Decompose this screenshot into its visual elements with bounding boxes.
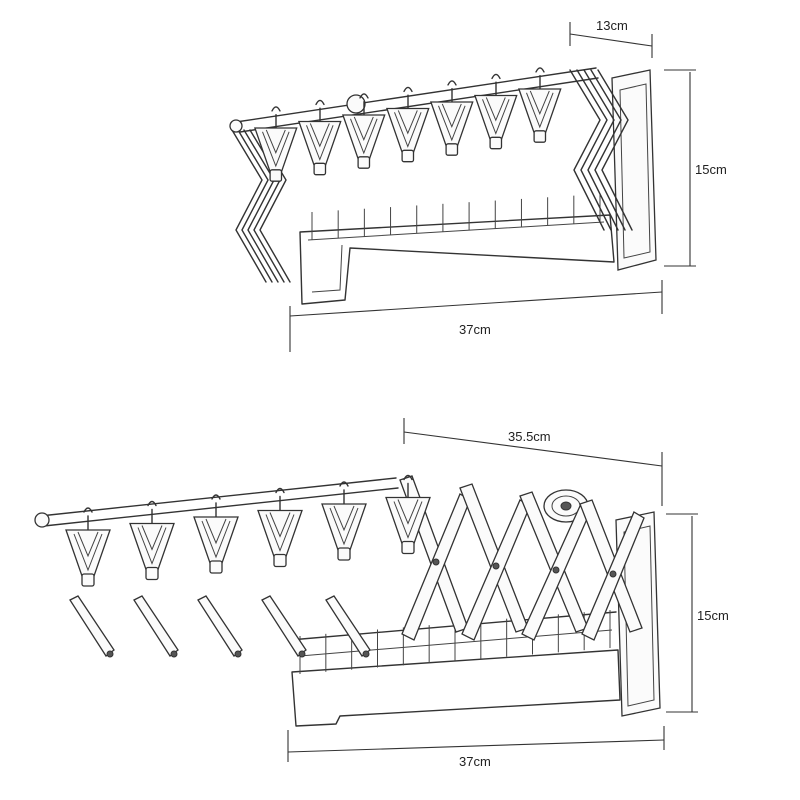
expanded-height-label: 15cm bbox=[697, 608, 729, 623]
scissor-arm-extended bbox=[69, 475, 645, 658]
clothes-clip bbox=[65, 507, 111, 587]
expanded-width-dimension: 37cm bbox=[287, 726, 665, 769]
scissor-arm-right bbox=[569, 69, 633, 231]
collapsed-rack-illustration bbox=[229, 67, 657, 305]
expanded-height-dimension: 15cm bbox=[666, 513, 729, 713]
clothes-clip bbox=[517, 67, 562, 143]
rail-end-cap bbox=[34, 512, 50, 528]
clothes-clip bbox=[193, 494, 239, 574]
clothes-clip bbox=[385, 474, 431, 555]
expanded-width-label: 37cm bbox=[459, 754, 491, 769]
expanded-depth-label: 35.5cm bbox=[508, 429, 551, 444]
clothes-clip bbox=[253, 106, 298, 182]
clip-row bbox=[253, 67, 562, 182]
collapsed-width-dimension: 37cm bbox=[289, 280, 663, 352]
suction-cup bbox=[346, 94, 366, 114]
clip-row bbox=[65, 474, 431, 587]
collapsed-height-dimension: 15cm bbox=[664, 69, 727, 267]
collapsed-depth-dimension: 13cm bbox=[569, 18, 653, 58]
collapsed-width-label: 37cm bbox=[459, 322, 491, 337]
collapsed-height-label: 15cm bbox=[695, 162, 727, 177]
clothes-clip bbox=[341, 93, 386, 169]
clothes-clip bbox=[429, 80, 474, 156]
clothes-clip bbox=[129, 500, 175, 581]
clothes-clip bbox=[297, 99, 342, 176]
clothes-clip bbox=[321, 481, 367, 561]
expanded-rack-illustration bbox=[34, 474, 661, 727]
expanded-depth-dimension: 35.5cm bbox=[403, 418, 663, 506]
base-frame bbox=[299, 214, 615, 305]
rail-end-cap bbox=[229, 119, 243, 133]
clothes-clip bbox=[257, 487, 303, 568]
top-rail bbox=[235, 67, 597, 123]
clothes-clip bbox=[385, 86, 430, 163]
grid-bars bbox=[311, 194, 601, 240]
base-frame bbox=[291, 649, 621, 727]
clothes-clip bbox=[473, 73, 518, 150]
collapsed-depth-label: 13cm bbox=[596, 18, 628, 33]
